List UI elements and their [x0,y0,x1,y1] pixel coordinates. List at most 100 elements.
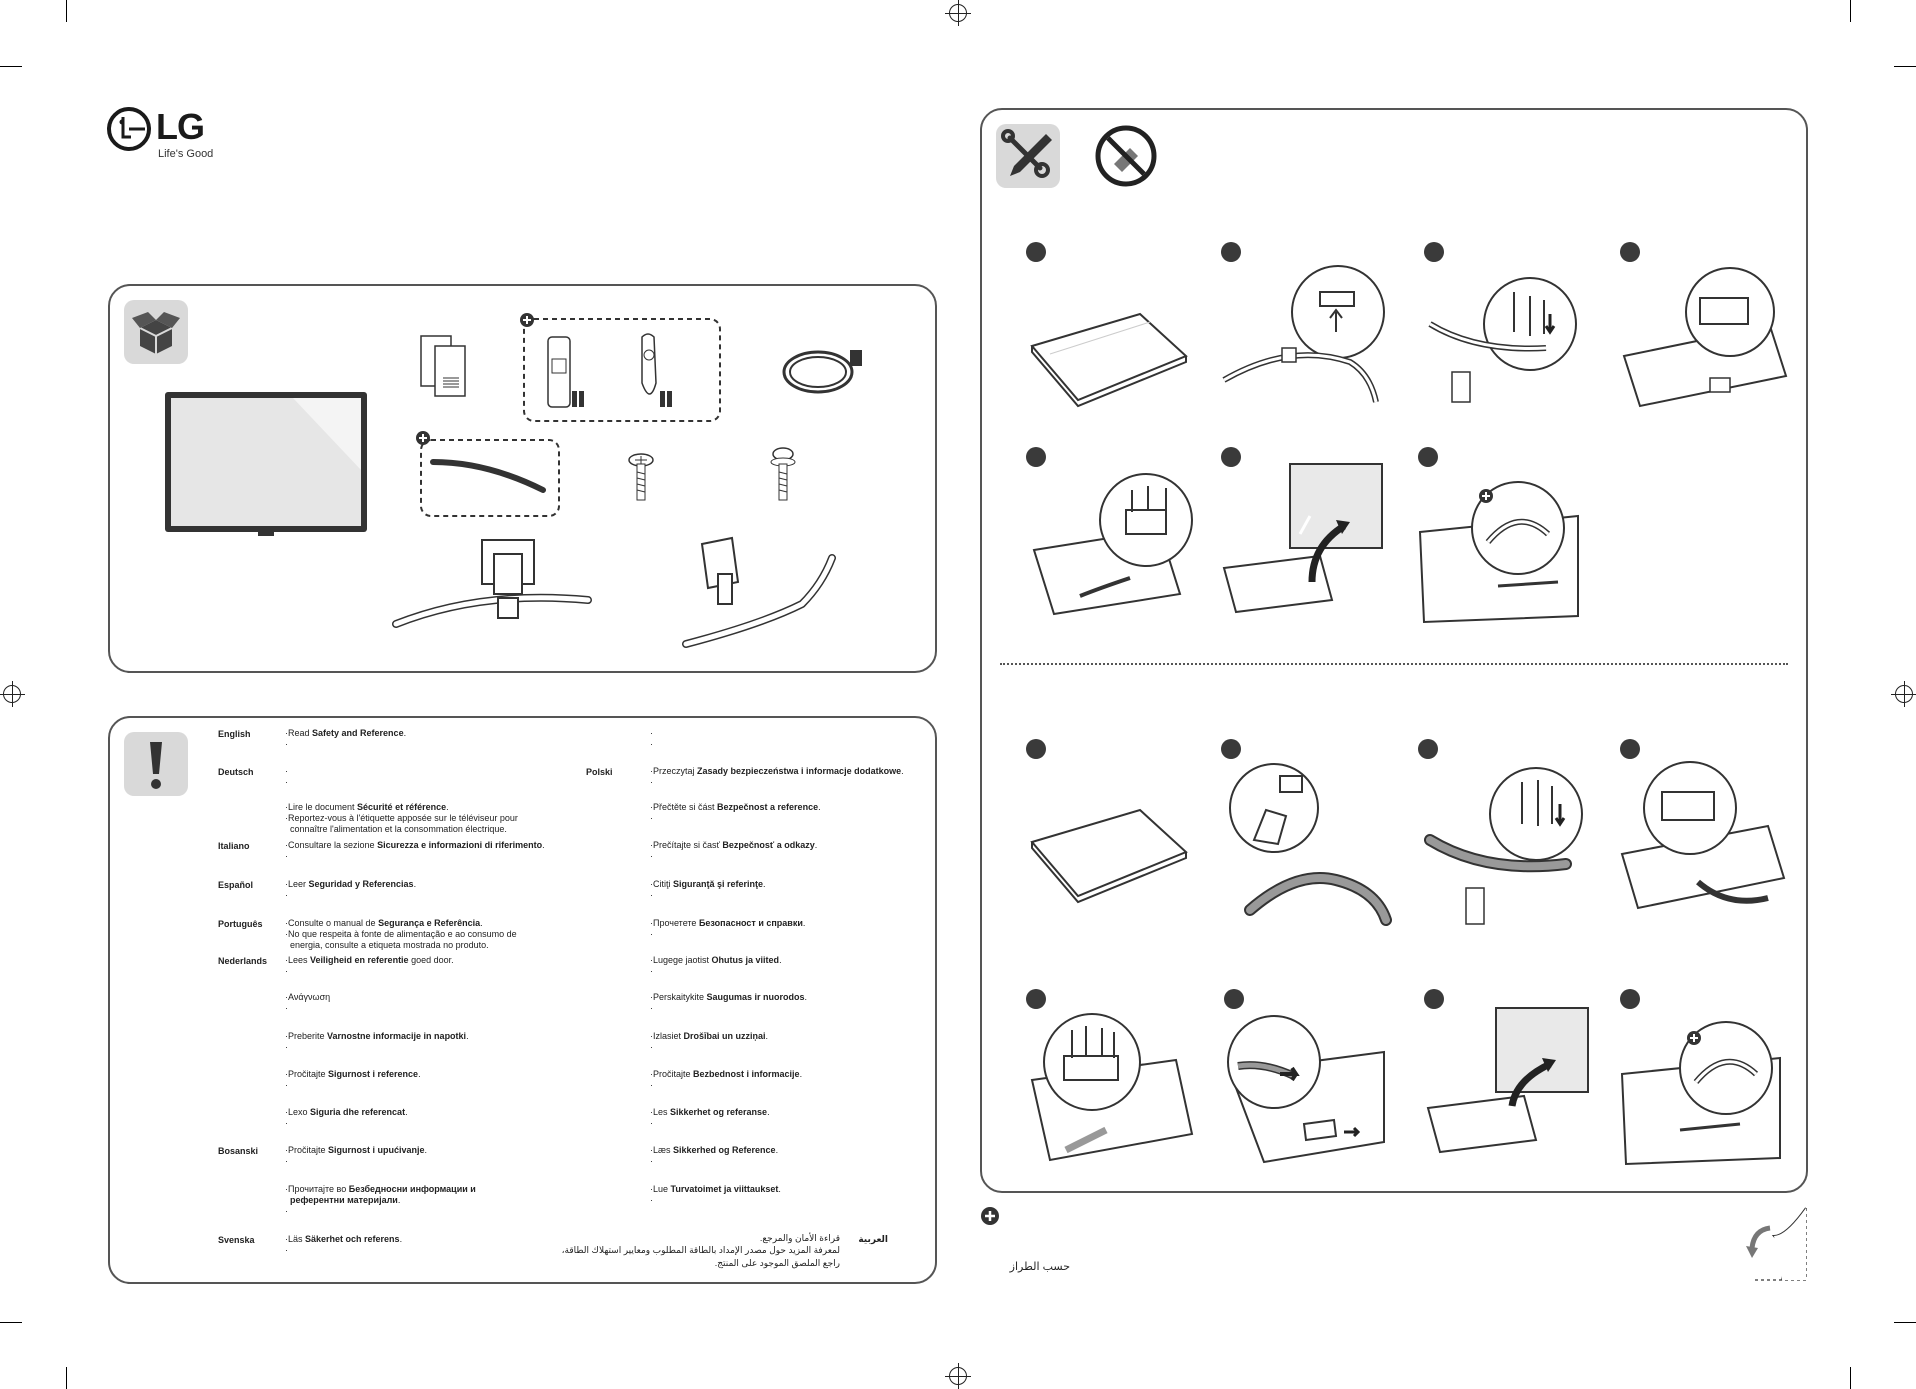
bullet: · [285,1042,288,1052]
text-segment: Přečtěte si část [653,802,718,812]
text-segment: Perskaitykite [653,992,707,1002]
bullet: · [285,802,288,812]
step-stand-cover-illustration [1229,763,1392,926]
bullet: · [285,890,288,900]
step-cable-holder-illustration [1620,1021,1781,1166]
safety-line: ·Les Sikkerhet og referanse. [650,1107,770,1118]
bullet: · [285,1069,288,1079]
safety-line: · [650,929,653,940]
step-marker [1026,739,1046,759]
text-segment: . [542,840,545,850]
document-title: Безопасност и справки [698,918,803,928]
bullet: · [285,1107,288,1117]
step-marker [1620,989,1640,1009]
document-title: Safety and Reference [312,728,404,738]
cable-holder-option [420,439,560,517]
plus-circle-icon [1479,489,1493,503]
bullet: · [650,1003,653,1013]
bullet: · [650,1080,653,1090]
safety-line: ·Pročitajte Bezbednost i informacije. [650,1069,802,1080]
text-segment: . [799,1069,803,1079]
text-segment: . [802,918,806,928]
document-title: Veiligheid en referentie [310,955,409,965]
text-segment: . [775,1145,779,1155]
safety-line: · [285,851,288,862]
text-segment: goed door. [408,955,454,965]
text-segment: . [403,728,407,738]
safety-line: · [650,851,653,862]
safety-line: ·Consulte o manual de Segurança e Referê… [285,918,483,929]
text-segment: . [399,1234,403,1244]
bullet: · [650,766,653,776]
safety-line: · [285,1003,288,1014]
bullet: · [285,1184,288,1194]
bullet: · [650,890,653,900]
step-fasten-screws-illustration [1030,1013,1194,1162]
step-marker [1418,739,1438,759]
text-segment: Lexo [288,1107,311,1117]
document-title: Sécurité et référence [357,802,447,812]
bullet: · [650,1184,653,1194]
crop-mark [0,66,22,67]
safety-line: energia, consulte a etiqueta mostrada no… [285,940,489,951]
safety-line: ·Leer Seguridad y Referencias. [285,879,416,890]
safety-line: ·Lexo Siguria dhe referencat. [285,1107,408,1118]
power-cable-illustration [782,350,862,394]
registration-mark [945,1363,971,1389]
document-title: Siguranţă şi referinţe [673,879,764,889]
bullet: · [650,728,653,738]
bullet: · [650,739,653,749]
brand-tagline: Life's Good [158,148,214,160]
stand-illustration-b [682,536,836,648]
text-segment: Læs [653,1145,674,1155]
text-segment: Прочетете [653,918,699,928]
safety-line: · [650,1156,653,1167]
safety-line: ·Lire le document Sécurité et référence. [285,802,449,813]
box-contents-panel [108,284,937,673]
safety-line: ·Ανάγνωση [285,992,330,1003]
document-title: Sigurnost i upućivanje [328,1145,425,1155]
text-segment: Przeczytaj [653,766,698,776]
bullet: · [285,918,288,928]
safety-line: ·Pročitajte Sigurnost i reference. [285,1069,421,1080]
safety-line: ·No que respeita à fonte de alimentação … [285,929,517,940]
model-footnote: حسب الطراز [1009,1261,1070,1273]
step-stand-cover-illustration [1222,265,1385,403]
safety-line: ·Read Safety and Reference. [285,728,406,739]
text-segment: . [779,955,782,965]
tv-illustration [165,392,367,536]
safety-line: · [650,1118,653,1129]
safety-line: референтни материјали. [285,1195,400,1206]
crop-mark [0,1322,22,1323]
safety-line: ·Pročitajte Sigurnost i upućivanje. [285,1145,427,1156]
safety-line: ·Reportez-vous à l'étiquette apposée sur… [285,813,518,824]
document-title: Sicurezza e informazioni di riferimento [377,840,543,850]
safety-line: ·Citiţi Siguranţă şi referinţe. [650,879,766,890]
text-segment: Pročitajte [288,1069,329,1079]
step-marker [1026,989,1046,1009]
document-title: Sikkerhed og Reference [673,1145,776,1155]
safety-line: ·Прочитајте во Безбедносни информации и [285,1184,476,1195]
step-stand-tv-up-illustration [1426,1007,1589,1154]
manual-illustration [420,335,466,397]
text-segment: Consultare la sezione [288,840,378,850]
bullet: · [285,851,288,861]
lg-logo-icon [107,107,151,151]
text-segment: . [466,1031,469,1041]
bullet: · [650,929,653,939]
document-title: Безбедносни информации и [348,1184,476,1194]
stand-illustration-a [392,539,592,628]
language-label: Svenska [218,1235,255,1245]
text-segment: . [814,840,818,850]
step-cushion-illustration [1030,312,1188,408]
step-marker [1424,242,1444,262]
text-segment: Preberite [288,1031,328,1041]
bullet: · [650,955,653,965]
text-segment: Read [288,728,313,738]
text-segment: No que respeita à fonte de alimentação e… [288,929,517,939]
arabic-line: لمعرفة المزيد حول مصدر الإمداد بالطاقة ا… [561,1245,840,1255]
safety-line: · [285,1042,288,1053]
bullet: · [285,929,288,939]
document-title: Segurança e Referência [378,918,481,928]
bullet: · [650,1107,653,1117]
